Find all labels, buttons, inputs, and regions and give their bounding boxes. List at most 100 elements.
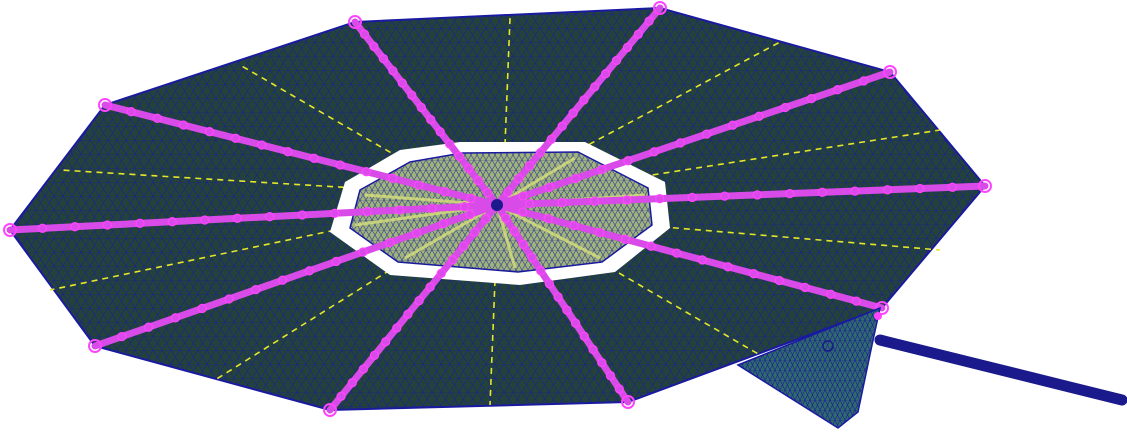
boom-4-node (947, 182, 958, 192)
boom-9-node (265, 212, 275, 222)
boom-2-node (568, 108, 578, 118)
boom-2 (493, 4, 664, 209)
boom-8-node (438, 219, 449, 229)
boom-5-node (749, 269, 759, 279)
boom-7-node (358, 364, 369, 374)
boom-3-node (701, 129, 712, 139)
boom-1-node (463, 163, 474, 174)
centerline-7 (214, 269, 391, 381)
boom-5-node (774, 275, 784, 286)
boom-7-node (347, 378, 357, 388)
boom-7-node (381, 337, 391, 347)
centerline-9 (59, 169, 356, 189)
boom-9-node (459, 202, 470, 212)
boom-7 (326, 201, 501, 414)
centerline-2 (559, 41, 781, 161)
boom-7-node (403, 309, 413, 319)
boom-9 (6, 201, 501, 234)
boom-7-node (425, 282, 435, 292)
boom-4-node (589, 196, 600, 206)
bracket-node-2 (874, 312, 882, 320)
boom-3 (493, 68, 894, 209)
boom-2-tip-node (653, 1, 667, 15)
boom-9-node (232, 213, 242, 223)
boom-1-node (426, 114, 436, 125)
boom-8-node (331, 256, 341, 267)
boom-6-node (614, 384, 624, 394)
boom-4-node (622, 195, 632, 205)
boom-3-tip-node (883, 65, 897, 79)
boom-5-node (826, 289, 836, 299)
mast-assembly (736, 306, 1127, 429)
boom-9-node (394, 205, 405, 215)
boom-6-node (553, 292, 563, 302)
boom-1-node (378, 53, 389, 64)
boom-5-node (595, 227, 605, 238)
boom-2-node (579, 95, 589, 105)
boom-10-node (126, 107, 136, 117)
boom-10-tip-node (98, 98, 112, 112)
boom-4-node (720, 191, 730, 201)
boom-3-node (806, 93, 817, 104)
boom-6-tip-node (621, 395, 635, 409)
boom-5-node (851, 296, 861, 306)
boom-2-node (524, 160, 535, 171)
boom-8-node (224, 294, 234, 304)
boom-3-node (544, 182, 555, 192)
boom-1-node (359, 29, 370, 39)
boom-3-node (570, 173, 581, 184)
boom-6-node (518, 239, 528, 250)
boom-6 (493, 201, 632, 406)
hub-center-node (491, 199, 503, 211)
boom-4-node (752, 190, 762, 200)
boom-1-node (482, 188, 493, 198)
boom-10-node (335, 160, 345, 170)
centerline-3 (619, 129, 941, 181)
boom-4-node (655, 194, 665, 204)
boom-1-node (397, 78, 407, 88)
boom-2-node (601, 69, 611, 79)
boom-1-node (445, 139, 455, 149)
panel-centerlines (49, 17, 941, 406)
boom-5-tip-node (875, 301, 889, 315)
boom-8-tip-node (88, 339, 102, 353)
boom-4 (493, 182, 989, 209)
boom-5-node (672, 248, 682, 258)
boom-2-node (611, 55, 622, 66)
boom-5-node (543, 214, 553, 224)
boom-2-node (644, 16, 654, 26)
boom-3-node (832, 85, 843, 95)
boom-1-tip-node (348, 15, 362, 29)
boom-6-node (544, 279, 555, 289)
boom-3-node (649, 147, 659, 157)
boom-6-node (597, 357, 607, 368)
boom-3-node (675, 138, 686, 148)
bracket-node (822, 340, 834, 352)
boom-group (3, 1, 992, 417)
boom-10-node (283, 147, 293, 157)
boom-1-node (454, 151, 464, 161)
boom-7-node (336, 391, 346, 401)
boom-3-node (728, 120, 738, 130)
boom-1-node (369, 41, 379, 52)
boom-8-node (304, 266, 315, 276)
boom-6-node (509, 226, 520, 236)
boom-9-node (362, 207, 372, 217)
boom-9-node (135, 218, 145, 228)
boom-6-node (562, 305, 572, 315)
centerline-10 (239, 64, 401, 159)
boom-4-node (915, 183, 925, 194)
boom-5-node (569, 220, 579, 231)
boom-9-node (167, 217, 177, 227)
boom-4-node (882, 185, 893, 195)
boom-10-node (361, 167, 371, 177)
boom-7-node (392, 323, 402, 333)
boom-9-node (37, 223, 48, 233)
boom-2-node (557, 121, 567, 131)
boom-6-node (588, 344, 598, 355)
boom-5-node (646, 241, 656, 251)
boom-3-node (518, 191, 528, 201)
boom-5-node (800, 282, 810, 293)
